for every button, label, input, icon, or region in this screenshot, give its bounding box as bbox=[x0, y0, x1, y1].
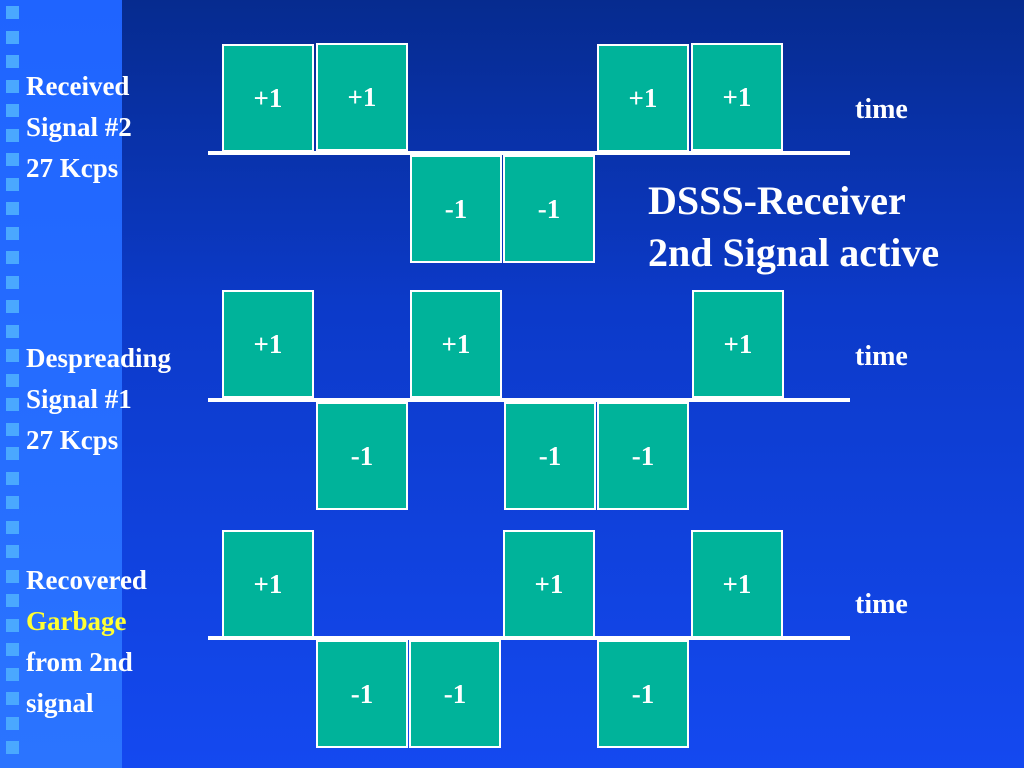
decorative-square bbox=[6, 129, 19, 142]
row1-label: Received Signal #2 27 Kcps bbox=[26, 66, 132, 189]
decorative-square bbox=[6, 55, 19, 68]
row2-label-line3: 27 Kcps bbox=[26, 425, 119, 455]
decorative-square bbox=[6, 153, 19, 166]
slide-title-line2: 2nd Signal active bbox=[648, 230, 940, 275]
row3-label: Recovered Garbage from 2nd signal bbox=[26, 560, 147, 724]
slide-title: DSSS-Receiver 2nd Signal active bbox=[648, 175, 939, 279]
decorative-square bbox=[6, 104, 19, 117]
row2-chip: -1 bbox=[597, 402, 689, 510]
row2-time-label: time bbox=[855, 341, 908, 372]
row2-chip: +1 bbox=[222, 290, 314, 398]
decorative-square bbox=[6, 300, 19, 313]
row1-label-line1: Received bbox=[26, 71, 130, 101]
decorative-square bbox=[6, 668, 19, 681]
decorative-square bbox=[6, 398, 19, 411]
decorative-square bbox=[6, 202, 19, 215]
decorative-square bbox=[6, 643, 19, 656]
row1-label-line2: Signal #2 bbox=[26, 112, 132, 142]
row3-label-highlight: Garbage bbox=[26, 606, 127, 636]
decorative-square bbox=[6, 619, 19, 632]
row2-chip: -1 bbox=[316, 402, 408, 510]
decorative-square bbox=[6, 423, 19, 436]
decorative-square bbox=[6, 276, 19, 289]
row2-label: Despreading Signal #1 27 Kcps bbox=[26, 338, 171, 461]
decorative-square bbox=[6, 570, 19, 583]
row3-chip: +1 bbox=[691, 530, 783, 638]
row3-label-line3: from 2nd bbox=[26, 647, 133, 677]
decorative-square bbox=[6, 349, 19, 362]
row1-baseline bbox=[208, 151, 850, 155]
decorative-square bbox=[6, 227, 19, 240]
decorative-square bbox=[6, 374, 19, 387]
decorative-square bbox=[6, 80, 19, 93]
decorative-square bbox=[6, 521, 19, 534]
row2-label-line2: Signal #1 bbox=[26, 384, 132, 414]
decorative-square bbox=[6, 251, 19, 264]
row3-chip: +1 bbox=[503, 530, 595, 638]
row3-time-label: time bbox=[855, 589, 908, 620]
decorative-square bbox=[6, 717, 19, 730]
decorative-square bbox=[6, 472, 19, 485]
row1-chip: +1 bbox=[691, 43, 783, 151]
row3-chip: -1 bbox=[409, 640, 501, 748]
decorative-squares bbox=[0, 0, 20, 768]
row3-baseline bbox=[208, 636, 850, 640]
left-stripe bbox=[0, 0, 122, 768]
row3-chip: +1 bbox=[222, 530, 314, 638]
decorative-square bbox=[6, 31, 19, 44]
row3-chip: -1 bbox=[597, 640, 689, 748]
row2-label-line1: Despreading bbox=[26, 343, 172, 373]
row1-chip: -1 bbox=[503, 155, 595, 263]
slide-title-line1: DSSS-Receiver bbox=[648, 178, 906, 223]
decorative-square bbox=[6, 545, 19, 558]
row1-chip: +1 bbox=[222, 44, 314, 152]
decorative-square bbox=[6, 741, 19, 754]
row3-label-line4: signal bbox=[26, 688, 94, 718]
row2-baseline bbox=[208, 398, 850, 402]
decorative-square bbox=[6, 496, 19, 509]
row1-chip: +1 bbox=[316, 43, 408, 151]
row1-chip: -1 bbox=[410, 155, 502, 263]
decorative-square bbox=[6, 178, 19, 191]
row2-chip: +1 bbox=[692, 290, 784, 398]
row3-label-line1: Recovered bbox=[26, 565, 147, 595]
row1-time-label: time bbox=[855, 94, 908, 125]
decorative-square bbox=[6, 6, 19, 19]
row1-chip: +1 bbox=[597, 44, 689, 152]
decorative-square bbox=[6, 594, 19, 607]
row1-label-line3: 27 Kcps bbox=[26, 153, 119, 183]
row3-chip: -1 bbox=[316, 640, 408, 748]
decorative-square bbox=[6, 447, 19, 460]
row2-chip: -1 bbox=[504, 402, 596, 510]
decorative-square bbox=[6, 325, 19, 338]
row2-chip: +1 bbox=[410, 290, 502, 398]
decorative-square bbox=[6, 692, 19, 705]
